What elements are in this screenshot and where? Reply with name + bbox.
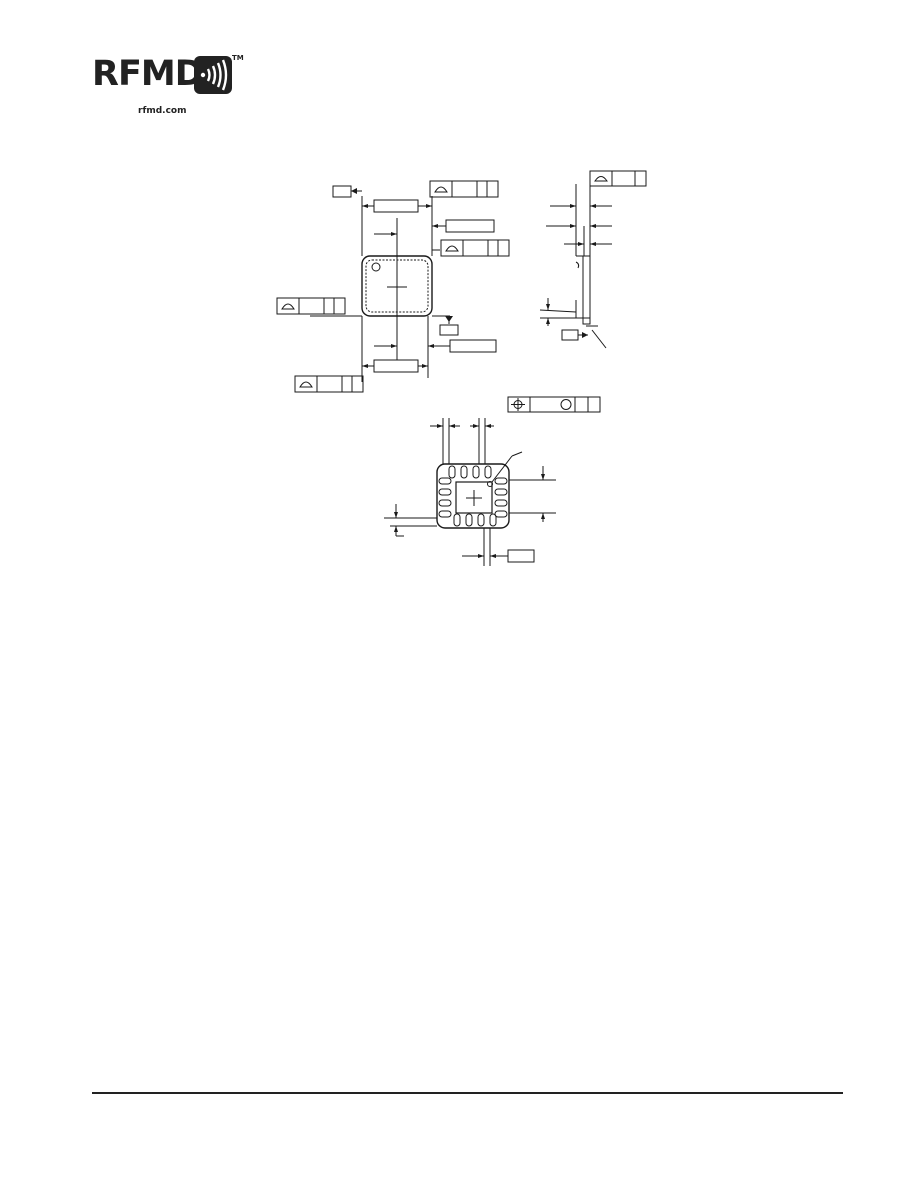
rfmd-logo: RFMD TM rfmd.com — [92, 54, 244, 116]
flatness-frame-2 — [440, 239, 510, 257]
datum-box-c — [561, 329, 579, 341]
wireless-waves-icon — [194, 56, 232, 94]
side-view — [539, 170, 647, 349]
website-label: rfmd.com — [138, 106, 187, 116]
dim-box-top-right — [445, 219, 495, 233]
logo-wordmark: RFMD — [92, 54, 204, 94]
dim-box-pad-width — [507, 549, 535, 563]
top-view — [276, 180, 510, 393]
footer-rule — [92, 1092, 843, 1094]
pin1-indicator-icon — [371, 262, 381, 272]
mmc-symbol-icon — [560, 399, 572, 410]
dim-box-bottom-right — [449, 339, 497, 353]
flatness-frame-1 — [429, 180, 499, 198]
datum-box-b — [439, 324, 459, 336]
flatness-frame-3 — [276, 297, 346, 315]
trademark-symbol: TM — [232, 54, 244, 62]
bottom-view — [384, 396, 601, 566]
flatness-frame-4 — [294, 375, 364, 393]
position-tolerance-frame — [507, 396, 601, 413]
dim-box-bottom-width — [373, 359, 419, 373]
datum-box-a — [332, 185, 352, 198]
dim-box-top-width — [373, 199, 419, 213]
flatness-frame-side — [589, 170, 647, 187]
paddle-pin1-icon — [487, 481, 493, 487]
